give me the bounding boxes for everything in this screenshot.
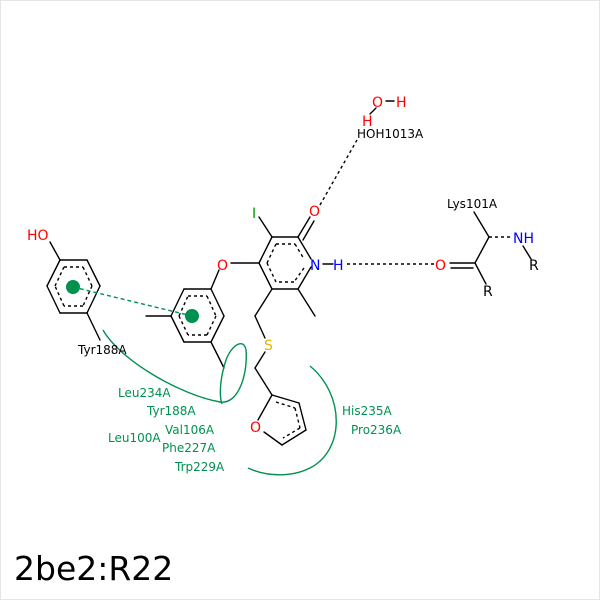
water-molecule bbox=[369, 100, 395, 115]
atom-furan-oxygen: O bbox=[250, 420, 261, 436]
atom-ring-nitrogen: N bbox=[310, 258, 320, 274]
contact-residue-label: Leu234A bbox=[118, 386, 171, 400]
furan-ring bbox=[257, 394, 307, 446]
atom-sulfur: S bbox=[264, 338, 273, 354]
atom-iodine: I bbox=[252, 206, 256, 222]
contact-residue-label: Tyr188A bbox=[146, 404, 196, 418]
contact-residue-label: Val106A bbox=[165, 423, 215, 437]
hydrophobic-contact-right bbox=[247, 365, 337, 476]
contact-residue-label: Leu100A bbox=[108, 431, 161, 445]
atom-carbonyl-oxygen: O bbox=[309, 204, 320, 220]
atom-water-hydrogen-1: H bbox=[396, 95, 407, 111]
residue-lys101a: Lys101A bbox=[447, 197, 498, 211]
atom-n-hydrogen: H bbox=[333, 258, 344, 274]
residue-tyr188a-stack: Tyr188A bbox=[77, 343, 127, 357]
lys101a-fragment bbox=[449, 211, 532, 285]
atom-ether-oxygen: O bbox=[217, 258, 228, 274]
atom-lys-oxygen: O bbox=[435, 258, 446, 274]
tyr-phenol-ring bbox=[46, 241, 101, 341]
pi-stacking bbox=[66, 280, 199, 323]
hbond-water-carbonyl bbox=[319, 139, 358, 206]
atom-lys-nh: NH bbox=[513, 231, 534, 247]
pyridinone-ring bbox=[258, 236, 312, 290]
atom-water-oxygen: O bbox=[372, 95, 383, 111]
contact-residue-label: His235A bbox=[342, 404, 393, 418]
hydrophobic-contact-left bbox=[102, 329, 247, 405]
contact-residue-label: Pro236A bbox=[351, 423, 402, 437]
residue-hoh1013a: HOH1013A bbox=[357, 127, 424, 141]
pyridinone-substituents bbox=[230, 216, 334, 396]
atom-lys-r1: R bbox=[529, 258, 539, 274]
contact-residue-label: Trp229A bbox=[174, 460, 225, 474]
atom-phenol-hydroxyl: HO bbox=[27, 228, 49, 244]
contact-residue-label: Phe227A bbox=[162, 441, 216, 455]
atom-water-hydrogen-2: H bbox=[362, 114, 373, 130]
atom-lys-r2: R bbox=[483, 284, 493, 300]
diagram-title: 2be2:R22 bbox=[14, 549, 174, 588]
dimethylphenyl-ring bbox=[145, 269, 225, 369]
